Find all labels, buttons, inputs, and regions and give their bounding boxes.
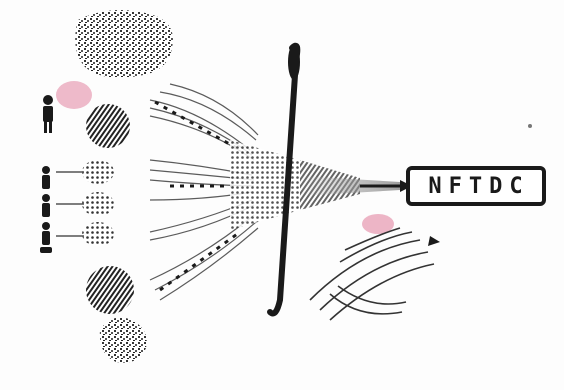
stray-dot bbox=[528, 124, 532, 128]
lower-swirl bbox=[310, 228, 434, 320]
top-noise-cluster bbox=[75, 10, 173, 77]
output-label-box: NFTDC bbox=[406, 166, 546, 206]
swirl-arrowhead-icon bbox=[428, 236, 440, 246]
input-blob-5 bbox=[86, 266, 134, 314]
input-blob-3 bbox=[56, 192, 114, 216]
stacked-figures-icon bbox=[40, 166, 52, 253]
person-icon bbox=[43, 95, 53, 133]
output-label: NFTDC bbox=[422, 174, 529, 199]
input-blob-2 bbox=[56, 160, 114, 184]
input-blob-6 bbox=[100, 318, 147, 363]
input-blob-1 bbox=[86, 104, 130, 148]
pink-highlight-left bbox=[56, 81, 92, 109]
input-blob-4 bbox=[56, 222, 114, 246]
